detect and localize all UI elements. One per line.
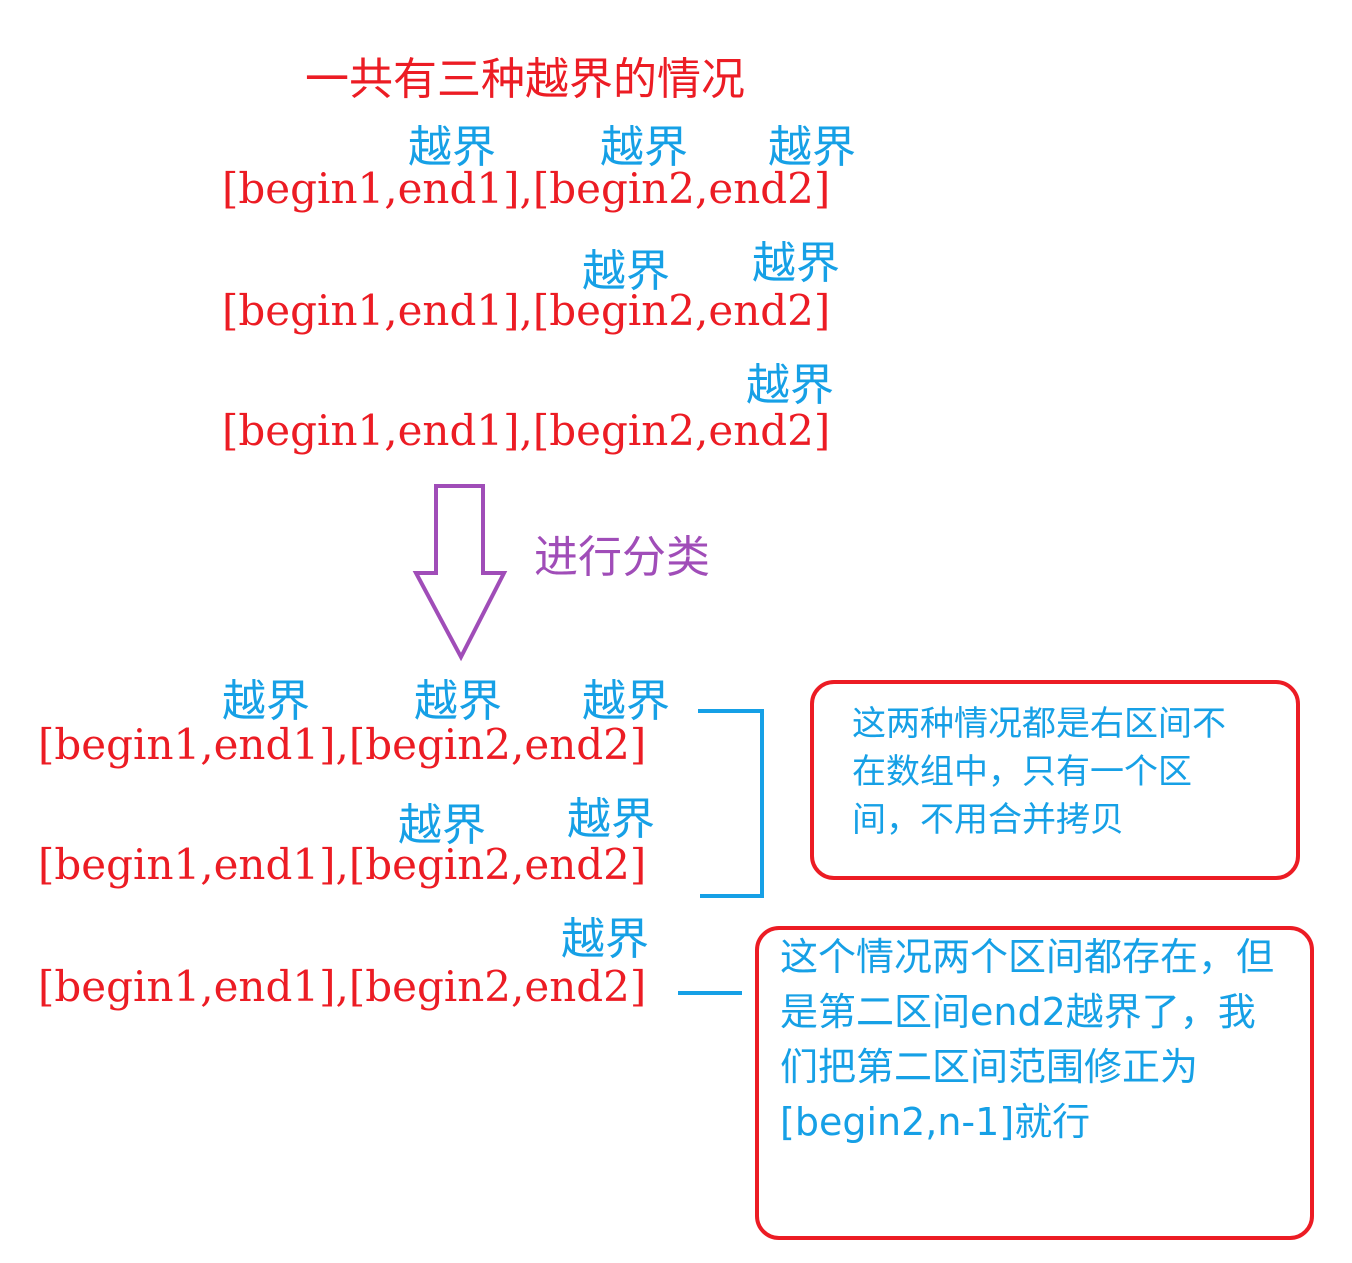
interval-case-3: [begin1,end1],[begin2,end2] <box>222 406 831 455</box>
interval-case-1: [begin1,end1],[begin2,end2] <box>222 164 831 213</box>
interval-case-3-classified: [begin1,end1],[begin2,end2] <box>38 962 647 1011</box>
oob-label-end2: 越界 <box>567 794 655 845</box>
oob-label-end2: 越界 <box>768 122 856 173</box>
diagram-title: 一共有三种越界的情况 <box>305 54 745 105</box>
note-box-2 <box>755 926 1314 1240</box>
oob-label-end1: 越界 <box>408 122 496 173</box>
oob-label-begin2: 越界 <box>414 676 502 727</box>
down-arrow-icon <box>412 484 508 662</box>
note-end2-out-of-bounds: 这个情况两个区间都存在，但是第二区间end2越界了，我们把第二区间范围修正为[b… <box>780 935 1275 1144</box>
note-box-1 <box>810 680 1300 880</box>
grouping-bracket <box>698 709 764 898</box>
oob-label-begin2: 越界 <box>600 122 688 173</box>
oob-label-end2: 越界 <box>746 360 834 411</box>
oob-label-end2: 越界 <box>752 238 840 289</box>
oob-label-end2: 越界 <box>561 914 649 965</box>
oob-label-begin2: 越界 <box>582 246 670 297</box>
oob-label-end2: 越界 <box>582 676 670 727</box>
interval-case-1-classified: [begin1,end1],[begin2,end2] <box>38 720 647 769</box>
oob-label-begin2: 越界 <box>398 800 486 851</box>
interval-case-2: [begin1,end1],[begin2,end2] <box>222 286 831 335</box>
oob-label-end1: 越界 <box>222 676 310 727</box>
interval-case-2-classified: [begin1,end1],[begin2,end2] <box>38 840 647 889</box>
arrow-label: 进行分类 <box>534 532 710 583</box>
note-right-interval-missing: 这两种情况都是右区间不在数组中，只有一个区间，不用合并拷贝 <box>852 704 1226 840</box>
